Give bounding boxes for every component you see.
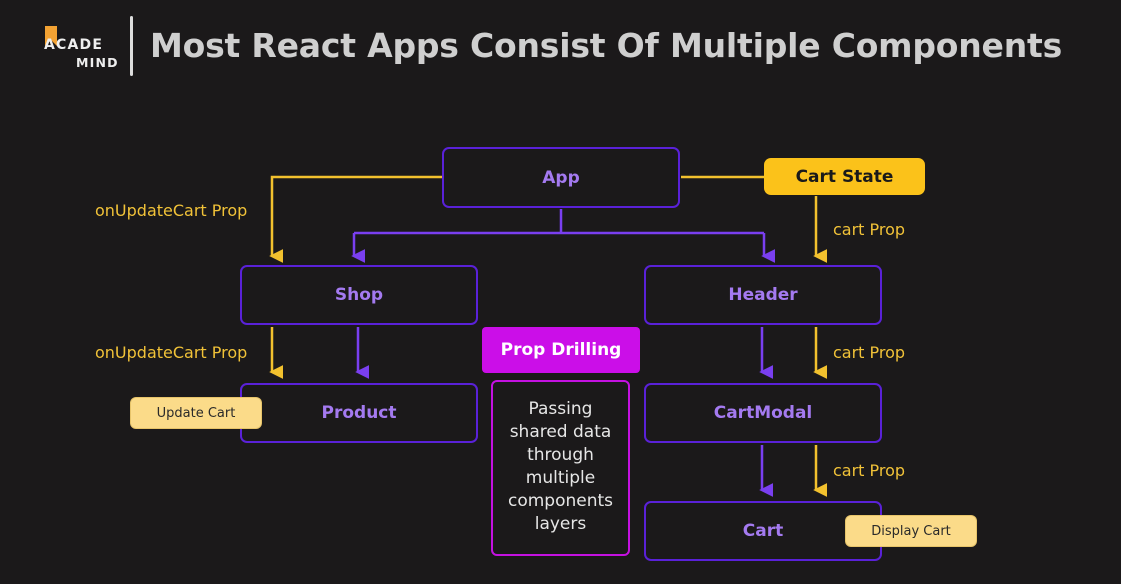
logo-text-line2: MIND: [76, 55, 119, 70]
app-children-connector: [351, 209, 776, 263]
logo-text-line1: ACADE: [44, 37, 104, 53]
on-update-cart-prop-label: onUpdateCart Prop: [95, 201, 248, 220]
cart-component: Cart: [644, 501, 882, 561]
display-cart-note: Display Cart: [846, 516, 976, 546]
on-update-cart-prop-label: onUpdateCart Prop: [95, 343, 248, 362]
cart-prop-label: cart Prop: [833, 220, 906, 239]
logo-flag-icon: [45, 26, 57, 46]
component-tree-arrows: [355, 327, 774, 497]
product-component: Product: [240, 383, 478, 443]
update-cart-note: Update Cart: [131, 398, 261, 428]
prop-drilling-label: Prop Drilling: [482, 327, 640, 373]
academind-logo: ACADE MIND: [44, 26, 124, 72]
prop-drilling-description: Passing shared data through multiple com…: [491, 380, 630, 556]
cart-prop-label: cart Prop: [833, 343, 906, 362]
app-component: App: [442, 147, 680, 208]
header-divider: [130, 16, 133, 76]
cartmodal-component: CartModal: [644, 383, 882, 443]
header-component: Header: [644, 265, 882, 325]
cart-prop-label: cart Prop: [833, 461, 906, 480]
shop-component: Shop: [240, 265, 478, 325]
page-title: Most React Apps Consist Of Multiple Comp…: [150, 26, 1063, 65]
prop-arrows: [269, 175, 828, 497]
cart-state-badge: Cart State: [764, 158, 925, 195]
